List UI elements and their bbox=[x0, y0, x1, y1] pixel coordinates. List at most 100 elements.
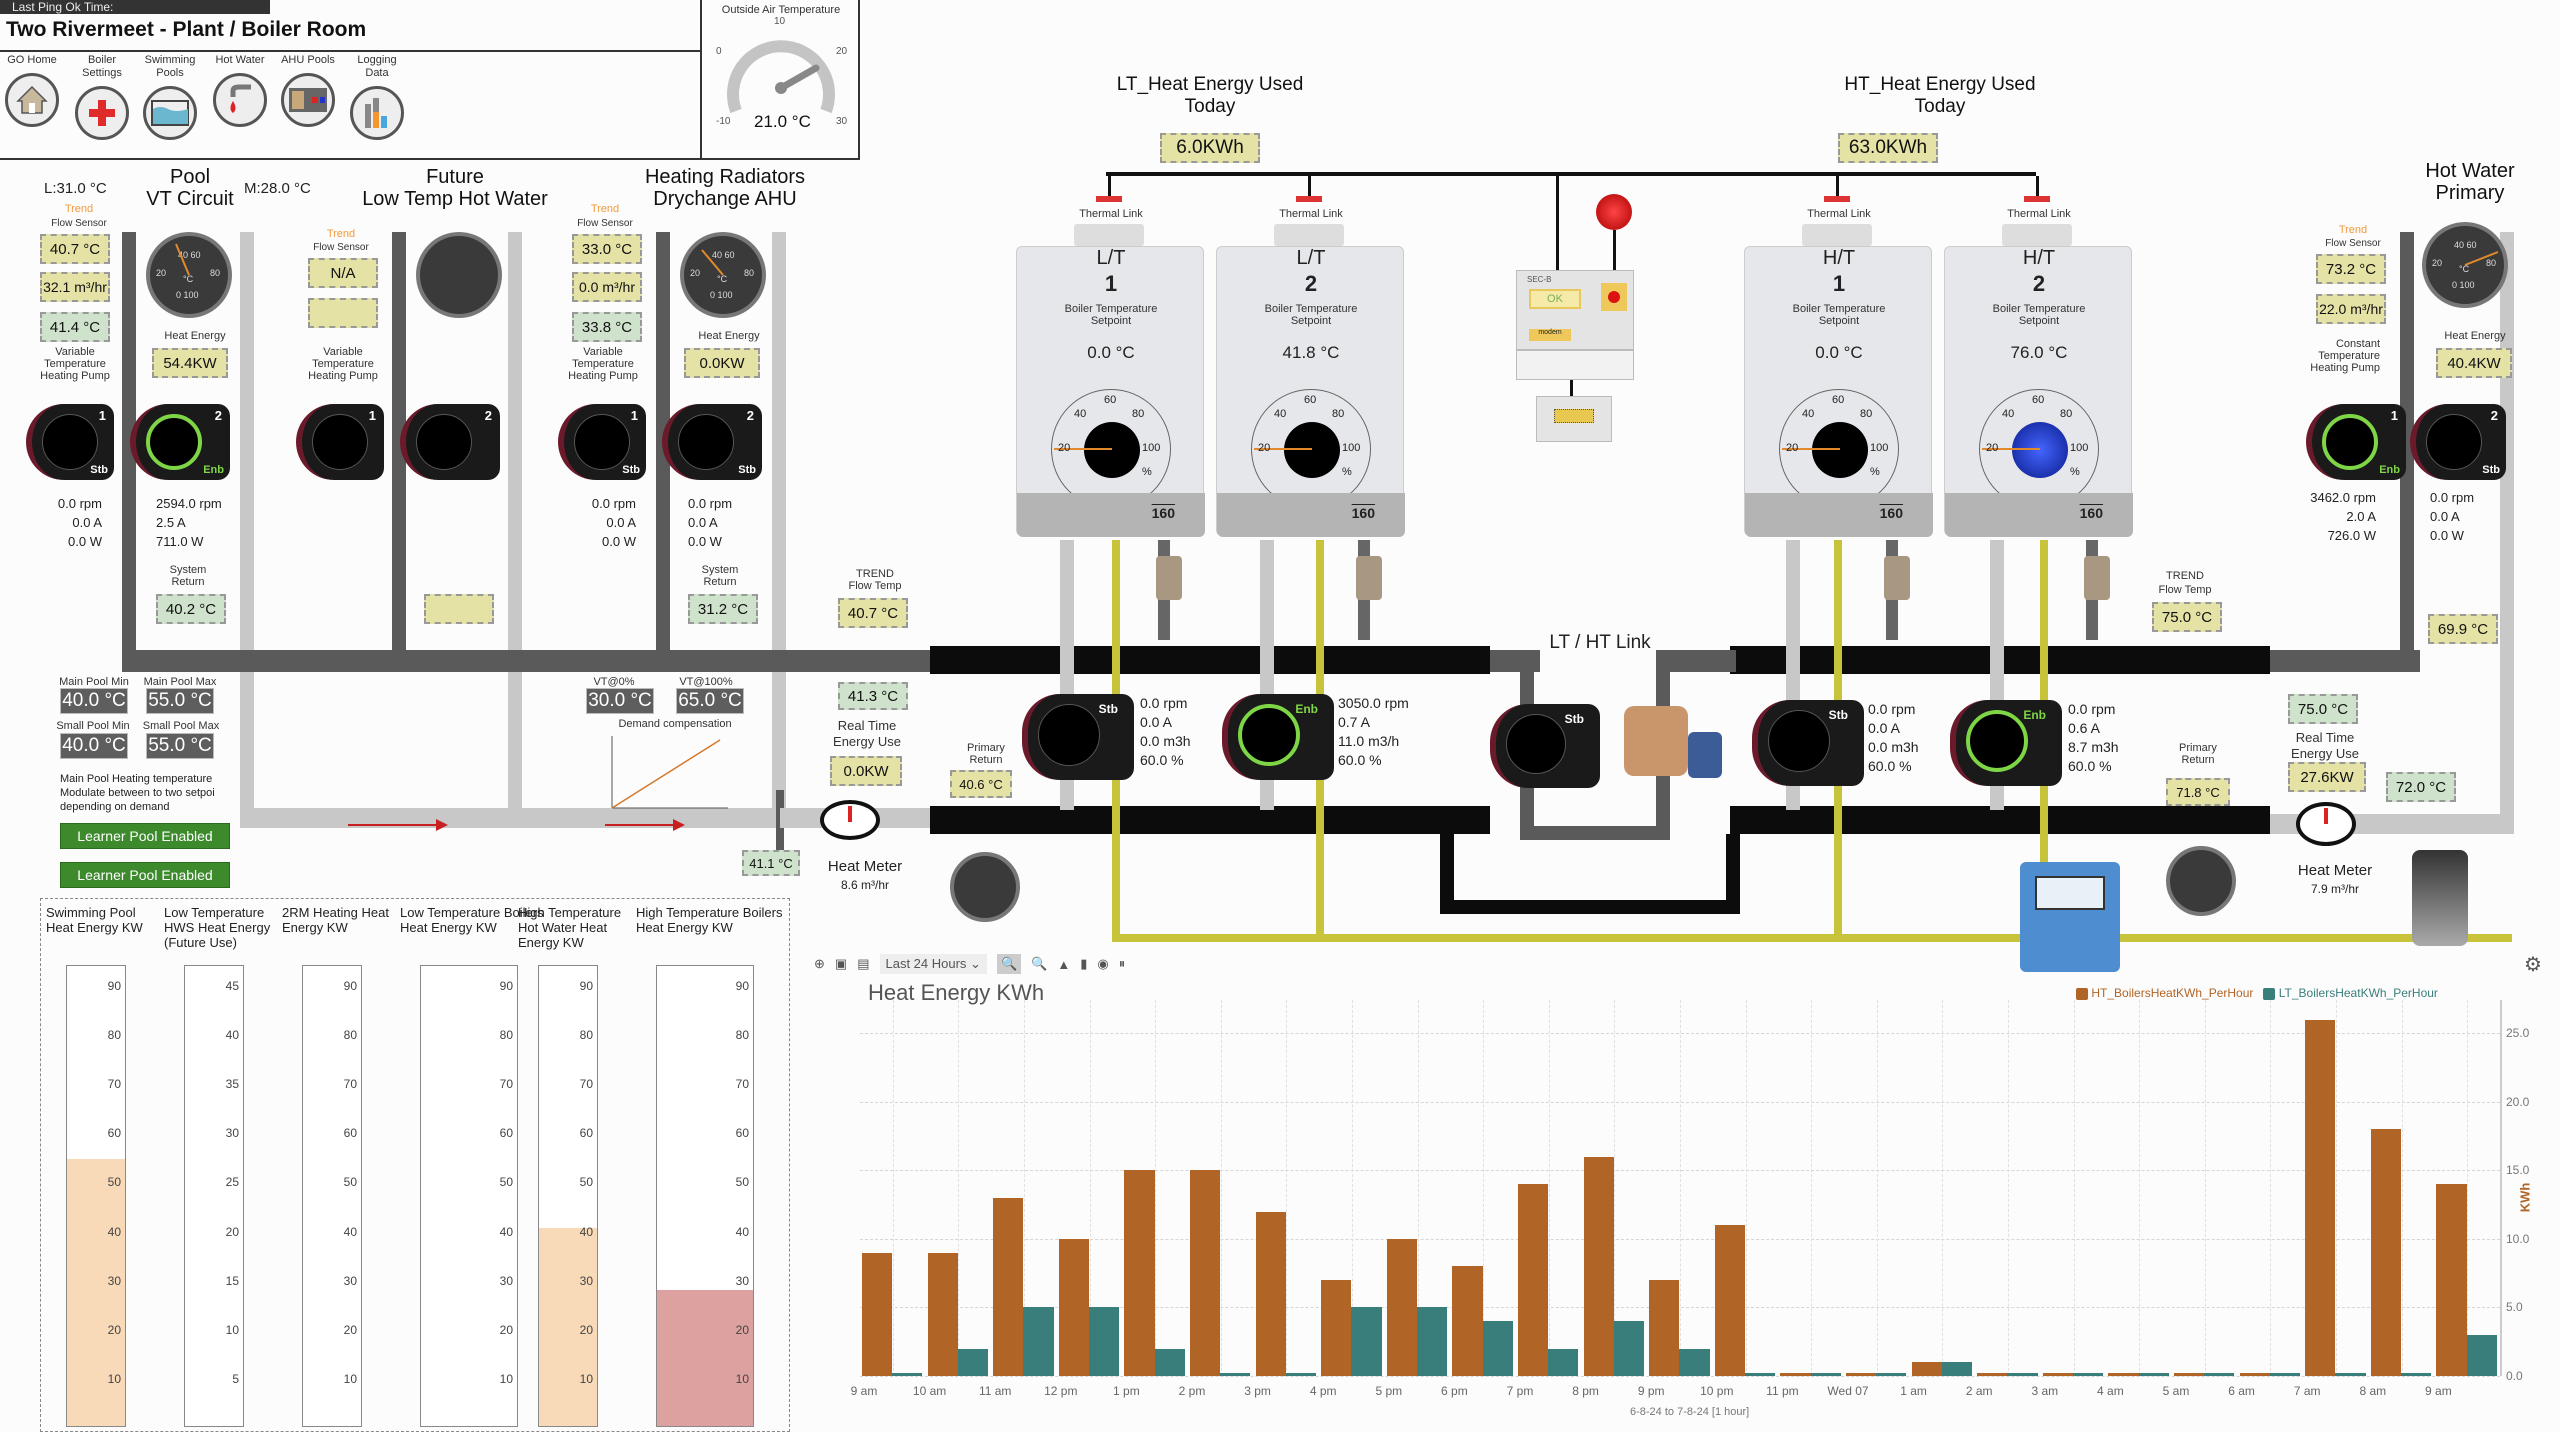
bar-ht[interactable] bbox=[862, 1252, 893, 1376]
isolation-valve-icon[interactable] bbox=[1156, 556, 1182, 600]
isolation-valve-icon[interactable] bbox=[1884, 556, 1910, 600]
link-pump[interactable]: Stb bbox=[1490, 704, 1600, 788]
bar-chart-icon[interactable] bbox=[350, 86, 404, 140]
bar-lt[interactable] bbox=[1548, 1348, 1579, 1376]
bar-ht[interactable] bbox=[2370, 1129, 2401, 1376]
bar-lt[interactable] bbox=[2400, 1372, 2432, 1376]
boiler-setpoint[interactable]: 0.0 °C bbox=[1815, 343, 1863, 362]
pool-trend-link[interactable]: Trend bbox=[64, 203, 94, 215]
learner-pool-enabled-button-2[interactable]: Learner Pool Enabled bbox=[60, 862, 230, 888]
bar-lt[interactable] bbox=[2072, 1372, 2104, 1376]
bar-lt[interactable] bbox=[1876, 1372, 1907, 1376]
bar-ht[interactable] bbox=[1255, 1211, 1286, 1376]
radiator-flow-temp[interactable]: 33.0 °C bbox=[572, 234, 642, 264]
nav-logging-data[interactable]: Logging Data bbox=[345, 54, 409, 140]
boiler-setpoint[interactable]: 41.8 °C bbox=[1282, 343, 1340, 362]
bar-lt[interactable] bbox=[1351, 1307, 1382, 1376]
vt100-setpoint[interactable]: 65.0 °C bbox=[676, 688, 744, 714]
boiler-setpoint[interactable]: 0.0 °C bbox=[1087, 343, 1135, 362]
save-icon[interactable]: ▣ bbox=[834, 956, 848, 971]
bar-lt[interactable] bbox=[1744, 1372, 1776, 1376]
bar-ht[interactable] bbox=[1977, 1372, 2008, 1376]
ht-flow-temp[interactable]: 75.0 °C bbox=[2152, 602, 2222, 632]
isolation-valve-icon[interactable] bbox=[2084, 556, 2110, 600]
boiler-1[interactable]: L/T 1 Boiler Temperature Setpoint 0.0 °C… bbox=[1016, 246, 1205, 537]
bar-lt[interactable] bbox=[2138, 1372, 2169, 1376]
pool-flow-temp[interactable]: 40.7 °C bbox=[40, 234, 110, 264]
bar-ht[interactable] bbox=[1518, 1184, 1549, 1376]
bar-ht[interactable] bbox=[1583, 1156, 1614, 1376]
ht-primary-pump-a[interactable]: Stb bbox=[1752, 700, 1864, 786]
tap-icon[interactable] bbox=[213, 73, 267, 127]
ht-trend-label[interactable]: TREND bbox=[2166, 570, 2204, 582]
bar-ht[interactable] bbox=[1846, 1372, 1877, 1376]
ahu-icon[interactable] bbox=[281, 73, 335, 127]
range-select[interactable]: Last 24 Hours ⌄ bbox=[879, 954, 987, 974]
future-flow-temp[interactable]: N/A bbox=[308, 258, 378, 288]
small-pool-max[interactable]: 55.0 °C bbox=[146, 733, 214, 759]
bar-lt[interactable] bbox=[1023, 1307, 1054, 1376]
add-icon[interactable]: ⊕ bbox=[814, 956, 825, 971]
bar-ht[interactable] bbox=[1780, 1372, 1811, 1376]
boiler-setpoint[interactable]: 76.0 °C bbox=[2010, 343, 2068, 362]
nav-swimming-pools[interactable]: Swimming Pools bbox=[138, 54, 202, 140]
bar-lt[interactable] bbox=[1613, 1321, 1644, 1376]
vt0-setpoint[interactable]: 30.0 °C bbox=[586, 688, 654, 714]
bar-lt[interactable] bbox=[2204, 1372, 2235, 1376]
main-pool-min[interactable]: 40.0 °C bbox=[60, 688, 128, 714]
bar-ht[interactable] bbox=[2174, 1372, 2205, 1376]
radiator-trend-link[interactable]: Trend bbox=[590, 203, 620, 215]
bar-ht[interactable] bbox=[1911, 1362, 1942, 1376]
isolation-valve-icon[interactable] bbox=[1356, 556, 1382, 600]
nav-hot-water[interactable]: Hot Water bbox=[208, 54, 272, 127]
main-pool-max[interactable]: 55.0 °C bbox=[146, 688, 214, 714]
export-icon[interactable]: ▤ bbox=[857, 956, 870, 971]
bar-ht[interactable] bbox=[1058, 1238, 1089, 1376]
future-pump-2[interactable]: 2 bbox=[400, 404, 500, 480]
lt-primary-pump-a[interactable]: Stb bbox=[1022, 694, 1134, 780]
bar-ht[interactable] bbox=[993, 1197, 1024, 1376]
boiler-2[interactable]: L/T 2 Boiler Temperature Setpoint 41.8 °… bbox=[1216, 246, 1405, 537]
hw-flow-temp[interactable]: 73.2 °C bbox=[2316, 254, 2386, 284]
target-icon[interactable]: ◉ bbox=[1097, 956, 1109, 971]
sec-b-controller[interactable]: SEC-B OK modem bbox=[1516, 270, 1634, 350]
boiler-4[interactable]: H/T 2 Boiler Temperature Setpoint 76.0 °… bbox=[1944, 246, 2133, 537]
bar-ht[interactable] bbox=[2436, 1184, 2467, 1376]
pool-icon[interactable] bbox=[143, 86, 197, 140]
bar-lt[interactable] bbox=[1679, 1348, 1710, 1376]
lt-flow-temp[interactable]: 40.7 °C bbox=[838, 598, 908, 628]
bar-lt[interactable] bbox=[1482, 1321, 1513, 1376]
bar-lt[interactable] bbox=[2269, 1372, 2300, 1376]
bar-ht[interactable] bbox=[1321, 1280, 1352, 1376]
bar-ht[interactable] bbox=[1452, 1266, 1483, 1376]
pan-icon[interactable]: ▮ bbox=[1080, 956, 1088, 971]
controller-alarm-button[interactable] bbox=[1601, 283, 1627, 311]
bar-ht[interactable] bbox=[2108, 1372, 2139, 1376]
boiler-3[interactable]: H/T 1 Boiler Temperature Setpoint 0.0 °C… bbox=[1744, 246, 1933, 537]
bar-lt[interactable] bbox=[2466, 1334, 2497, 1376]
bar-ht[interactable] bbox=[1649, 1280, 1680, 1376]
bar-ht[interactable] bbox=[1190, 1170, 1221, 1376]
bar-lt[interactable] bbox=[2007, 1372, 2038, 1376]
home-icon[interactable] bbox=[5, 73, 59, 127]
bar-lt[interactable] bbox=[2335, 1372, 2366, 1376]
bar-lt[interactable] bbox=[1285, 1372, 1316, 1376]
zoom-icon[interactable]: 🔍 bbox=[1031, 956, 1048, 971]
lt-trend-label[interactable]: TREND bbox=[856, 568, 894, 580]
nav-ahu-pools[interactable]: AHU Pools bbox=[276, 54, 340, 127]
bar-lt[interactable] bbox=[1088, 1307, 1120, 1376]
bar-ht[interactable] bbox=[1124, 1170, 1155, 1376]
boiler-cross-icon[interactable] bbox=[75, 86, 129, 140]
bar-lt[interactable] bbox=[1154, 1348, 1185, 1376]
bar-lt[interactable] bbox=[1416, 1307, 1448, 1376]
legend-ht[interactable]: HT_BoilersHeatKWh_PerHour bbox=[2076, 986, 2253, 1000]
bar-ht[interactable] bbox=[2042, 1372, 2073, 1376]
small-pool-min[interactable]: 40.0 °C bbox=[60, 733, 128, 759]
legend-lt[interactable]: LT_BoilersHeatKWh_PerHour bbox=[2263, 986, 2438, 1000]
learner-pool-enabled-button[interactable]: Learner Pool Enabled bbox=[60, 823, 230, 849]
